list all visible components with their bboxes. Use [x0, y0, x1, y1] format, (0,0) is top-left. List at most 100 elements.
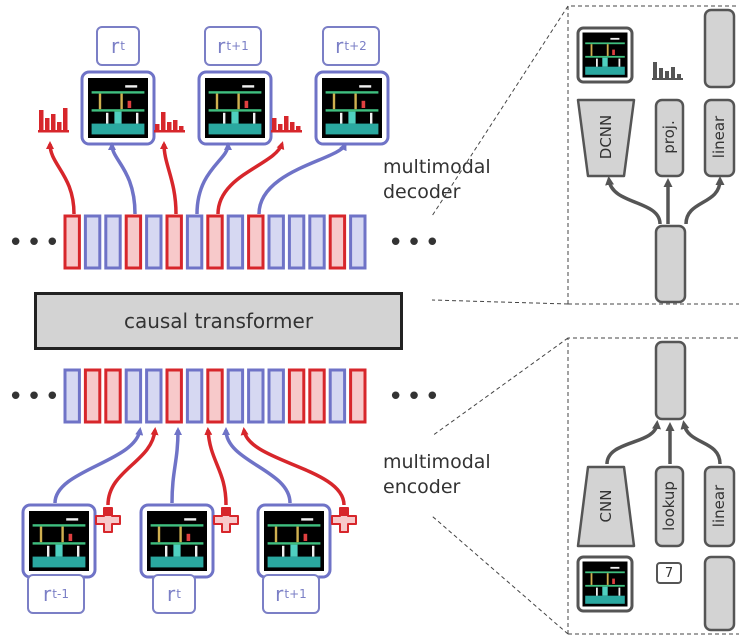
- lookup-block: [654, 465, 685, 548]
- observation-frame-top-1: [80, 70, 156, 146]
- token-red: [165, 214, 183, 270]
- token-red: [165, 368, 183, 424]
- decoder-frame-icon: [576, 26, 634, 84]
- encoder-frame-icon: [576, 555, 634, 613]
- token-blue: [226, 214, 245, 270]
- token-blue: [185, 368, 204, 424]
- encoder-arrow-1: [53, 427, 144, 504]
- observation-frames-top: [80, 70, 390, 146]
- token-red: [83, 368, 102, 424]
- token-blue: [328, 368, 347, 424]
- action-plus-icons: [95, 507, 357, 533]
- action-hist-3: [271, 116, 302, 133]
- decoder-input-block: [654, 224, 687, 304]
- token-blue: [145, 368, 163, 424]
- token-blue: [145, 214, 163, 270]
- observation-frame-top-2: [197, 70, 273, 146]
- ellipsis-bottom-left: •••: [8, 382, 64, 412]
- decoder-arrow-3: [160, 141, 178, 215]
- action-hist-2: [154, 112, 185, 133]
- zoom-dashed-lines: [431, 5, 739, 635]
- action-distribution-icons: [38, 108, 302, 133]
- token-red: [247, 214, 265, 270]
- observation-frame-bottom-1: [21, 503, 97, 579]
- action-hist-1: [38, 108, 69, 133]
- token-blue: [104, 214, 122, 270]
- token-blue: [267, 214, 285, 270]
- decoder-panel: [576, 8, 736, 304]
- decoder-arrow-2: [108, 142, 137, 215]
- action-plus-icon-1: [95, 507, 121, 533]
- ellipsis-top-right: •••: [388, 228, 444, 258]
- encoder-panel: [576, 340, 736, 632]
- lookup-label: lookup: [660, 481, 678, 531]
- token-red: [124, 214, 143, 270]
- decoder-arrow-4: [195, 142, 232, 215]
- token-blue: [247, 368, 265, 424]
- proj-block: [654, 98, 685, 178]
- lookup-value-box: 7: [656, 562, 682, 584]
- encoder-label-line1: multimodal: [383, 451, 491, 473]
- proj-label: proj.: [660, 120, 678, 154]
- token-blue: [267, 368, 285, 424]
- decoder-arrow-5: [216, 141, 285, 215]
- decoder-arrow-1: [46, 141, 76, 215]
- token-blue: [349, 214, 367, 270]
- token-red: [63, 214, 81, 270]
- token-red: [104, 368, 122, 424]
- encoder-arrow-4: [204, 427, 228, 506]
- decoder-arrows: [46, 141, 347, 215]
- ellipsis-top-left: •••: [8, 228, 64, 258]
- token-red: [308, 368, 326, 424]
- cnn-label: CNN: [597, 489, 615, 523]
- encoder-arrow-3: [170, 427, 182, 504]
- decoder-output-block: [703, 8, 736, 89]
- dcnn-label: DCNN: [597, 114, 615, 160]
- token-row-top: [63, 214, 367, 270]
- token-red: [206, 368, 224, 424]
- linear-block-dec: [703, 98, 736, 178]
- encoder-arrow-6: [240, 427, 346, 506]
- token-red: [349, 368, 367, 424]
- token-blue: [308, 214, 326, 270]
- encoder-output-block: [654, 340, 687, 421]
- observation-frame-bottom-2: [139, 503, 215, 579]
- decoder-label-line1: multimodal: [383, 156, 491, 178]
- token-red: [287, 368, 306, 424]
- causal-transformer-label: causal transformer: [123, 309, 314, 333]
- encoder-reward-block: [703, 555, 736, 632]
- token-red: [328, 214, 347, 270]
- action-plus-icon-3: [331, 507, 357, 533]
- ellipsis-bottom-right: •••: [388, 382, 444, 412]
- token-blue: [124, 368, 143, 424]
- linear-label-enc: linear: [710, 484, 728, 528]
- action-plus-icon-2: [213, 507, 239, 533]
- token-red: [206, 214, 224, 270]
- token-blue: [83, 214, 102, 270]
- encoder-arrow-5: [222, 427, 292, 504]
- causal-transformer-block: causal transformer: [34, 292, 403, 350]
- dcnn-block: [576, 98, 636, 178]
- observation-frame-bottom-3: [256, 503, 332, 579]
- token-blue: [185, 214, 204, 270]
- token-blue: [226, 368, 245, 424]
- decoder-label-line2: decoder: [383, 181, 461, 203]
- token-blue: [287, 214, 306, 270]
- observation-frame-top-3: [314, 70, 390, 146]
- decoder-hist-icon: [652, 62, 683, 80]
- encoder-arrows: [53, 427, 346, 506]
- token-blue: [63, 368, 81, 424]
- encoder-label-line2: encoder: [383, 476, 461, 498]
- linear-block-enc: [703, 465, 736, 548]
- linear-label-dec: linear: [710, 115, 728, 159]
- observation-frames-bottom: [21, 503, 332, 579]
- token-row-bottom: [63, 368, 367, 424]
- cnn-block: [576, 465, 636, 548]
- decoder-arrow-6: [257, 142, 347, 215]
